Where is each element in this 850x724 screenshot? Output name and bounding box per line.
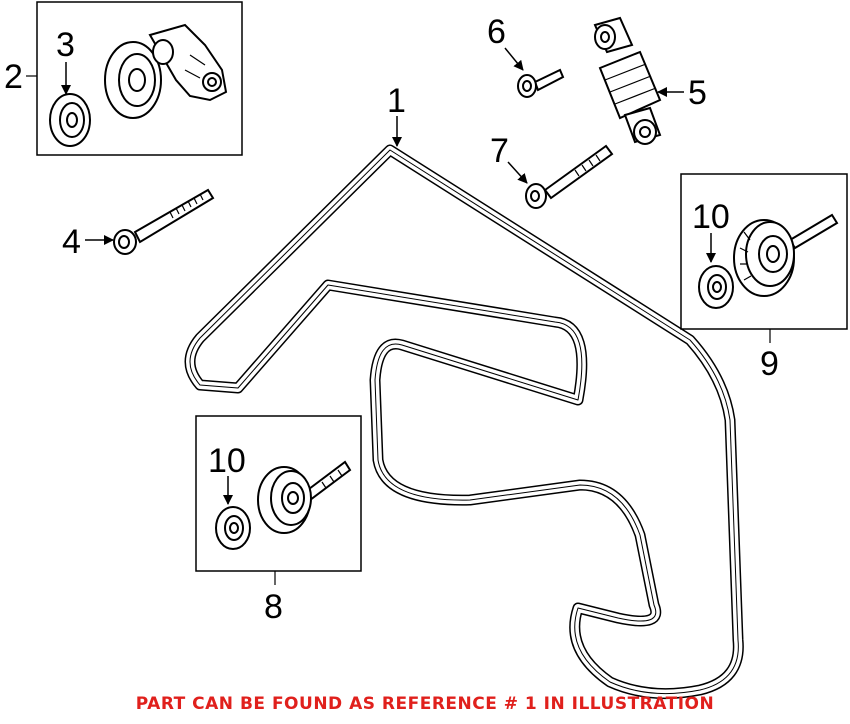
callout-4: 4 [62, 223, 81, 261]
bolt-6 [517, 68, 565, 98]
tensioner-cover [49, 93, 91, 147]
idler-pulley-box-8 [195, 415, 362, 572]
bolt-7 [525, 144, 614, 209]
callout-9: 9 [760, 345, 779, 383]
serpentine-belt [184, 144, 744, 700]
callout-2: 2 [4, 58, 23, 96]
pulley-cover-9 [698, 265, 734, 309]
bolt-4 [113, 188, 215, 255]
idler-pulley-9 [733, 213, 839, 297]
callout-1: 1 [387, 82, 406, 120]
idler-pulley-box-9 [680, 173, 848, 330]
tensioner-damper [593, 16, 662, 145]
callout-7-arrow [507, 161, 528, 184]
callout-6-arrow [504, 47, 524, 71]
callout-7: 7 [490, 132, 509, 170]
callout-6: 6 [487, 13, 506, 51]
callout-5: 5 [688, 74, 707, 112]
tensioner-assembly [104, 23, 228, 119]
callout-10-upper: 10 [692, 198, 730, 236]
callout-8: 8 [264, 588, 283, 626]
pulley-cover-8 [215, 506, 251, 550]
idler-pulley-8 [257, 460, 352, 534]
tensioner-assembly-box [36, 1, 243, 156]
reference-note: PART CAN BE FOUND AS REFERENCE # 1 IN IL… [135, 694, 715, 714]
callout-3: 3 [56, 26, 75, 64]
callout-10-lower: 10 [208, 442, 246, 480]
